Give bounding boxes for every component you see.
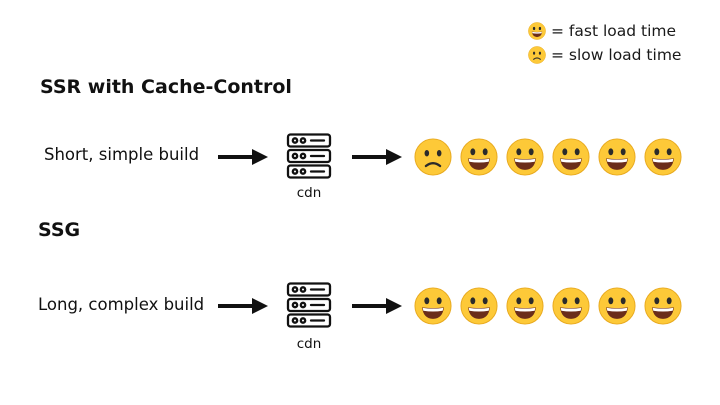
arrow-icon	[218, 147, 268, 167]
grinning-face-icon	[460, 138, 498, 176]
grinning-face-icon	[598, 138, 636, 176]
section-title-ssr: SSR with Cache-Control	[40, 76, 292, 98]
grinning-face-icon	[644, 287, 682, 325]
build-label-ssg: Long, complex build	[38, 295, 205, 314]
grinning-face-icon	[460, 287, 498, 325]
build-label-ssr: Short, simple build	[44, 145, 200, 164]
frowning-face-icon	[414, 138, 452, 176]
arrow-icon	[218, 296, 268, 316]
legend-label-slow: = slow load time	[551, 46, 682, 64]
arrow-icon	[352, 296, 402, 316]
server-icon	[285, 281, 333, 329]
frowning-face-icon	[528, 46, 546, 64]
legend-item-fast: = fast load time	[528, 20, 681, 42]
legend-label-fast: = fast load time	[551, 22, 677, 40]
grinning-face-icon	[506, 287, 544, 325]
grinning-face-icon	[644, 138, 682, 176]
face-row-ssg	[414, 287, 682, 325]
cdn-label-ssg: cdn	[296, 336, 322, 352]
grinning-face-icon	[506, 138, 544, 176]
grinning-face-icon	[552, 138, 590, 176]
grinning-face-icon	[414, 287, 452, 325]
legend-item-slow: = slow load time	[528, 44, 681, 66]
arrow-icon	[352, 147, 402, 167]
face-row-ssr	[414, 138, 682, 176]
cdn-label-ssr: cdn	[296, 185, 322, 201]
grinning-face-icon	[552, 287, 590, 325]
section-title-ssg: SSG	[38, 219, 81, 241]
server-icon	[285, 132, 333, 180]
grinning-face-icon	[528, 22, 546, 40]
legend: = fast load time = slow load time	[528, 20, 681, 66]
grinning-face-icon	[598, 287, 636, 325]
